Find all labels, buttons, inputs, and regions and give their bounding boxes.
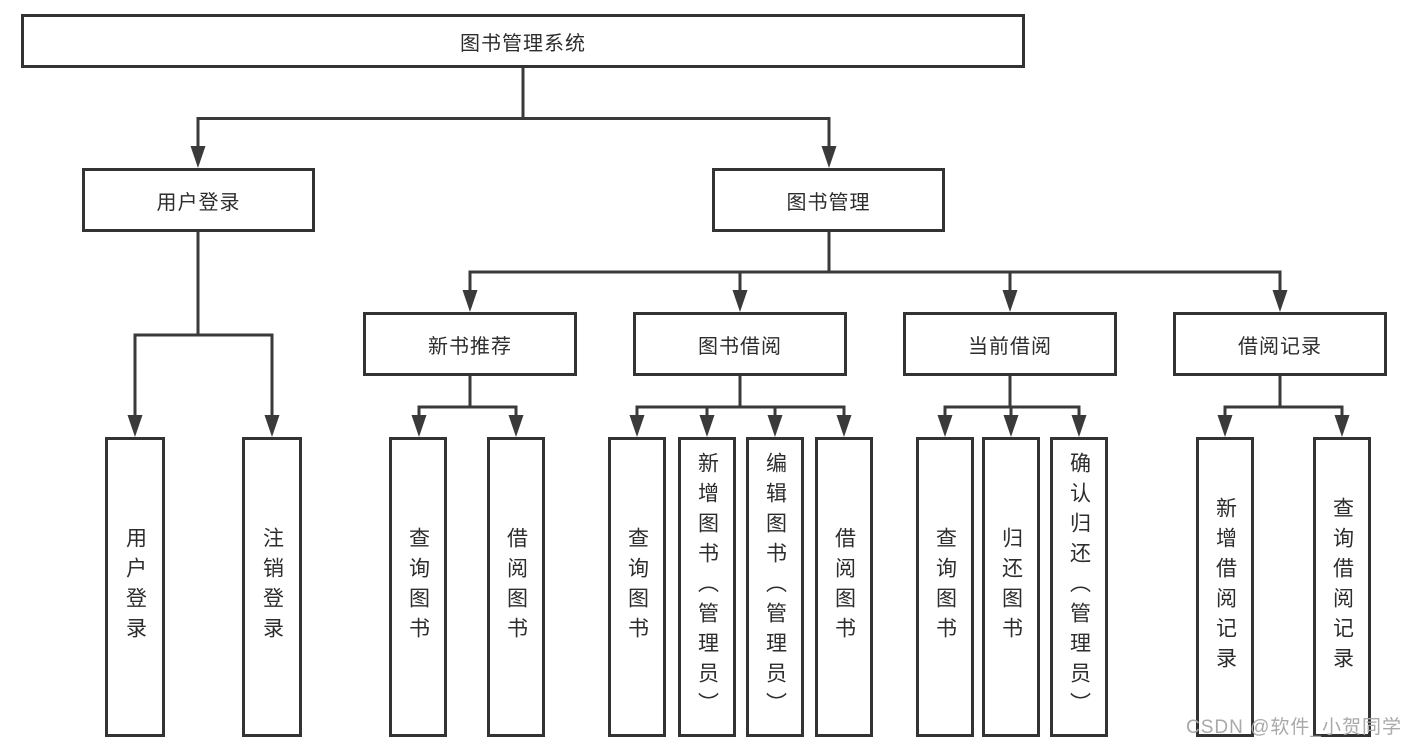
node-label: 编辑图书（管理员） <box>763 452 787 722</box>
leaf-edit-books-admin: 编辑图书（管理员） <box>746 437 804 737</box>
node-label: 查询图书 <box>933 527 957 647</box>
node-label: 注销登录 <box>260 527 284 647</box>
leaf-logout: 注销登录 <box>242 437 302 737</box>
node-label: 借阅图书 <box>832 527 856 647</box>
leaf-confirm-return-admin: 确认归还（管理员） <box>1050 437 1108 737</box>
leaf-query-books-borrowing: 查询图书 <box>608 437 666 737</box>
leaf-add-borrow-record: 新增借阅记录 <box>1196 437 1254 737</box>
node-book-management: 图书管理 <box>712 168 945 232</box>
node-label: 借阅图书 <box>504 527 528 647</box>
node-label: 图书管理 <box>786 191 871 214</box>
node-label: 图书管理系统 <box>460 32 586 55</box>
node-label: 新增借阅记录 <box>1213 497 1237 677</box>
node-label: 查询图书 <box>406 527 430 647</box>
node-library-system: 图书管理系统 <box>21 14 1025 68</box>
leaf-query-books-current: 查询图书 <box>916 437 974 737</box>
leaf-return-books: 归还图书 <box>982 437 1040 737</box>
node-label: 查询借阅记录 <box>1330 497 1354 677</box>
node-label: 借阅记录 <box>1238 335 1322 358</box>
node-new-book-recommendation: 新书推荐 <box>363 312 577 376</box>
leaf-query-books-recommendation: 查询图书 <box>389 437 447 737</box>
csdn-watermark: CSDN @软件_小贺同学 <box>1186 717 1402 738</box>
node-label: 确认归还（管理员） <box>1067 452 1091 722</box>
node-book-borrowing: 图书借阅 <box>633 312 847 376</box>
leaf-query-borrow-record: 查询借阅记录 <box>1313 437 1371 737</box>
node-label: 当前借阅 <box>968 335 1052 358</box>
node-label: 图书借阅 <box>698 335 782 358</box>
leaf-user-login: 用户登录 <box>105 437 165 737</box>
node-borrowing-records: 借阅记录 <box>1173 312 1387 376</box>
node-user-login: 用户登录 <box>82 168 315 232</box>
leaf-borrow-books-recommendation: 借阅图书 <box>487 437 545 737</box>
node-label: 查询图书 <box>625 527 649 647</box>
leaf-borrow-books-borrowing: 借阅图书 <box>815 437 873 737</box>
node-label: 用户登录 <box>156 191 241 214</box>
leaf-add-books-admin: 新增图书（管理员） <box>678 437 736 737</box>
node-label: 新增图书（管理员） <box>695 452 719 722</box>
node-label: 新书推荐 <box>428 335 512 358</box>
node-current-borrowing: 当前借阅 <box>903 312 1117 376</box>
node-label: 用户登录 <box>123 527 147 647</box>
node-label: 归还图书 <box>999 527 1023 647</box>
